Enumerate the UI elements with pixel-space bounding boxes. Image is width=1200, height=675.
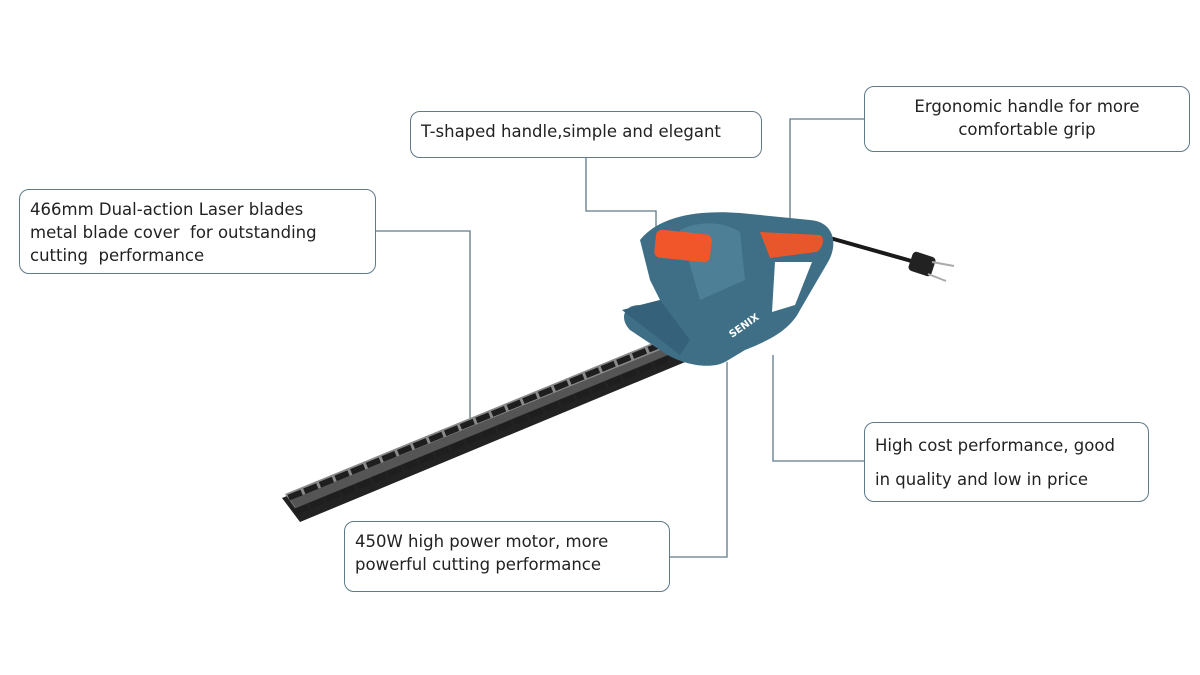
blade-tooth (324, 491, 341, 503)
blade-tooth (631, 348, 648, 359)
blade-tooth (512, 414, 528, 426)
blade (282, 341, 690, 522)
callout-text: High cost performance, good (875, 436, 1115, 455)
blade-tooth (575, 388, 591, 400)
blade-tooth (506, 399, 522, 411)
blade-tooth (559, 395, 575, 406)
blade-tooth (334, 470, 350, 482)
blade-tooth (606, 375, 622, 387)
blade-tooth (403, 459, 419, 471)
blade-tooth (318, 476, 335, 488)
blade-tooth (434, 446, 450, 458)
blade-tooth (459, 418, 475, 430)
blade-tooth (465, 433, 481, 445)
blade-tooth (365, 457, 381, 469)
blade-tooth (600, 360, 616, 372)
blade-tooth (293, 504, 309, 516)
connector-blades (376, 230, 471, 418)
callout-text: metal blade cover for outstanding (30, 223, 317, 242)
blade-tooth (450, 440, 466, 451)
blade-tooth (622, 369, 638, 381)
blade-tooth (496, 420, 513, 432)
blade-tooth (371, 472, 387, 484)
blade-tooth (522, 393, 538, 404)
blade-tooth (356, 478, 372, 490)
plug-icon (908, 251, 955, 282)
blade-tooth (303, 483, 319, 495)
blade-tooth (584, 367, 601, 379)
callout-cost: High cost performance, good in quality a… (864, 422, 1149, 502)
blade-tooth (616, 354, 632, 366)
blade-tooth (340, 485, 356, 496)
connector-ergonomic (789, 118, 864, 245)
blade-tooth (350, 463, 366, 475)
blade-tooth (569, 373, 585, 385)
blade-tooth (653, 356, 669, 368)
callout-text: Ergonomic handle for more (914, 97, 1140, 116)
connector-motor (670, 362, 728, 558)
blade-tooth (481, 427, 497, 439)
blade-tooth (287, 489, 303, 501)
blade-tooth (309, 498, 325, 509)
cord (829, 236, 916, 264)
blade-tooth (475, 412, 491, 424)
connector-t-handle (585, 158, 657, 238)
blade-tooth (528, 407, 544, 419)
connector-cost (772, 355, 864, 462)
blade-tooth (537, 386, 554, 398)
callout-text: 466mm Dual-action Laser blades (30, 200, 304, 219)
blade-tooth (637, 362, 654, 374)
callout-ergonomic: Ergonomic handle for more comfortable gr… (864, 86, 1190, 152)
blade-tooth (543, 401, 560, 413)
callout-text: cutting performance (30, 246, 205, 265)
callout-text: T-shaped handle,simple and elegant (421, 122, 721, 141)
blade-tooth (381, 451, 397, 462)
blade-tooth (397, 444, 413, 456)
callout-text: comfortable grip (958, 120, 1096, 139)
blade-tooth (590, 382, 607, 394)
blade-tooth (553, 380, 569, 392)
connector-lines (376, 118, 864, 558)
blade-tooth (418, 452, 434, 464)
blade-tooth (412, 438, 428, 449)
callout-t-handle: T-shaped handle,simple and elegant (410, 111, 762, 158)
blade-tooth (428, 431, 444, 443)
trimmer-body: SENIX (622, 212, 834, 366)
callout-text: powerful cutting performance (355, 555, 601, 574)
blade-tooth (490, 405, 507, 417)
blade-tooth (387, 465, 403, 477)
blade-tooth (444, 425, 460, 437)
callout-text: in quality and low in price (875, 470, 1089, 489)
callout-text: 450W high power motor, more (355, 532, 609, 551)
callout-motor: 450W high power motor, more powerful cut… (344, 521, 670, 592)
callout-blades: 466mm Dual-action Laser blades metal bla… (19, 189, 376, 274)
